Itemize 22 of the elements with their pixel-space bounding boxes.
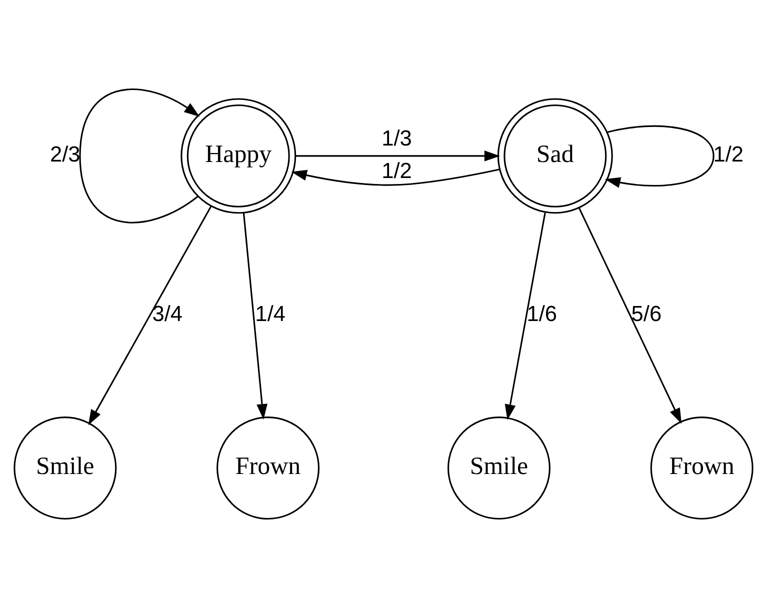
arrow <box>578 207 682 424</box>
edge-label: 1/2 <box>382 158 412 183</box>
edge-label: 2/3 <box>50 141 80 166</box>
node-circle: Frown <box>216 416 320 520</box>
arrow <box>291 168 500 186</box>
edge-label: 5/6 <box>631 300 662 326</box>
edge-label: 1/6 <box>526 300 558 326</box>
edge-label: 1/2 <box>713 141 744 166</box>
arrow <box>296 150 500 161</box>
node-circle: Sad <box>497 98 613 214</box>
node-circle: Happy <box>180 98 296 214</box>
node-circle: Frown <box>650 416 754 520</box>
edge-label: 1/3 <box>382 124 412 150</box>
arrow <box>504 212 546 420</box>
arrow <box>242 212 268 420</box>
arrow <box>88 206 212 425</box>
arrow <box>79 88 200 223</box>
arrow <box>604 124 714 188</box>
edge-label: 3/4 <box>152 300 183 326</box>
edge-label: 1/4 <box>255 300 286 326</box>
node-circle: Smile <box>447 416 550 520</box>
node-circle: Smile <box>14 416 117 520</box>
